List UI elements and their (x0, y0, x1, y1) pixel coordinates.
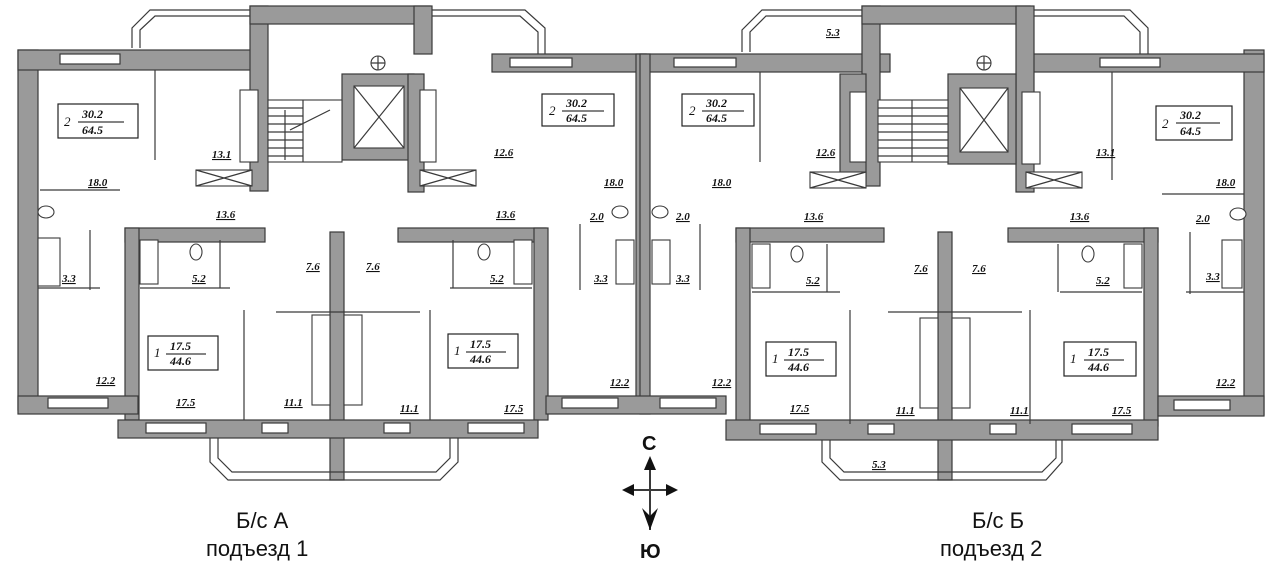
kitchen-fixtures (239, 89, 1041, 409)
living-area: 30.2 (81, 107, 103, 121)
compass-north-label: С (642, 433, 656, 455)
staircase-1 (267, 99, 343, 163)
total-area: 44.6 (1087, 360, 1109, 374)
room-area: 18.0 (1216, 177, 1236, 189)
room-area: 11.1 (284, 397, 303, 409)
room-area: 11.1 (400, 403, 419, 415)
walls (17, 5, 1265, 481)
section-captions: Б/с А подъезд 1 Б/с Б подъезд 2 (206, 508, 1042, 561)
total-area: 64.5 (566, 111, 587, 125)
ventilation-2 (976, 55, 992, 71)
living-area: 30.2 (565, 96, 587, 110)
room-area: 5.3 (826, 27, 840, 39)
room-area: 5.2 (806, 275, 820, 287)
room-area: 18.0 (88, 177, 108, 189)
rooms-count: 1 (772, 351, 779, 366)
right-entrance-label: подъезд 2 (940, 536, 1042, 561)
apartment-label-a6: 1 17.5 44.6 (447, 333, 519, 369)
room-area: 17.5 (504, 403, 524, 415)
room-area: 12.2 (712, 377, 732, 389)
left-section-label: Б/с А (236, 508, 289, 533)
room-area: 18.0 (712, 177, 732, 189)
living-area: 30.2 (1179, 108, 1201, 122)
room-area: 3.3 (61, 273, 76, 285)
room-area: 12.2 (96, 375, 116, 387)
room-area: 7.6 (366, 261, 380, 273)
bathroom-fixtures (37, 205, 1247, 289)
room-area: 17.5 (1112, 405, 1132, 417)
ventilation-1 (370, 55, 386, 71)
room-area: 18.0 (604, 177, 624, 189)
total-area: 64.5 (1180, 124, 1201, 138)
rooms-count: 1 (1070, 351, 1077, 366)
rooms-count: 2 (64, 114, 71, 129)
room-area: 12.6 (816, 147, 836, 159)
west-arrow-icon (622, 484, 634, 496)
rooms-count: 1 (454, 343, 461, 358)
partitions (38, 70, 1244, 424)
room-area: 12.6 (494, 147, 514, 159)
rooms-count: 2 (549, 103, 556, 118)
room-area: 13.6 (496, 209, 516, 221)
room-area: 11.1 (1010, 405, 1029, 417)
apartment-label-a8: 1 17.5 44.6 (1063, 341, 1137, 377)
compass: С Ю (622, 433, 678, 563)
room-area: 13.1 (212, 149, 231, 161)
room-area-labels: 13.1 12.6 12.6 13.1 5.3 5.3 18.0 18.0 18… (61, 27, 1236, 471)
room-area: 2.0 (589, 211, 604, 223)
room-area: 3.3 (675, 273, 690, 285)
south-arrow-icon (642, 508, 658, 530)
rooms-count: 2 (689, 103, 696, 118)
room-area: 7.6 (306, 261, 320, 273)
room-area: 17.5 (790, 403, 810, 415)
room-area: 5.2 (1096, 275, 1110, 287)
living-area: 30.2 (705, 96, 727, 110)
right-section-label: Б/с Б (972, 508, 1024, 533)
rooms-count: 1 (154, 345, 161, 360)
room-area: 12.2 (610, 377, 630, 389)
staircase-2 (877, 99, 949, 163)
living-area: 17.5 (170, 339, 191, 353)
room-area: 7.6 (914, 263, 928, 275)
left-entrance-label: подъезд 1 (206, 536, 308, 561)
balconies (195, 169, 1083, 189)
apartment-label-a4: 2 30.2 64.5 (1155, 105, 1233, 141)
room-area: 13.1 (1096, 147, 1115, 159)
apartment-label-a2: 2 30.2 64.5 (541, 93, 615, 127)
room-area: 7.6 (972, 263, 986, 275)
room-area: 5.2 (490, 273, 504, 285)
total-area: 64.5 (82, 123, 103, 137)
room-area: 13.6 (216, 209, 236, 221)
room-area: 12.2 (1216, 377, 1236, 389)
room-area: 3.3 (593, 273, 608, 285)
room-area: 2.0 (1195, 213, 1210, 225)
elevator-2 (959, 87, 1009, 153)
total-area: 44.6 (787, 360, 809, 374)
apartment-label-a3: 2 30.2 64.5 (681, 93, 755, 127)
room-area: 13.6 (804, 211, 824, 223)
compass-south-label: Ю (640, 541, 661, 563)
room-area: 5.3 (872, 459, 886, 471)
room-area: 5.2 (192, 273, 206, 285)
living-area: 17.5 (788, 345, 809, 359)
room-area: 13.6 (1070, 211, 1090, 223)
rooms-count: 2 (1162, 116, 1169, 131)
room-area: 3.3 (1205, 271, 1220, 283)
windows (47, 53, 1231, 435)
apartment-label-a7: 1 17.5 44.6 (765, 341, 837, 377)
living-area: 17.5 (1088, 345, 1109, 359)
apartment-label-a5: 1 17.5 44.6 (147, 335, 219, 371)
room-area: 11.1 (896, 405, 915, 417)
total-area: 44.6 (169, 354, 191, 368)
room-area: 17.5 (176, 397, 196, 409)
elevator-1 (353, 85, 405, 149)
apartment-label-a1: 2 30.2 64.5 (57, 103, 139, 139)
north-arrow-icon (644, 456, 656, 470)
living-area: 17.5 (470, 337, 491, 351)
total-area: 64.5 (706, 111, 727, 125)
east-arrow-icon (666, 484, 678, 496)
room-area: 2.0 (675, 211, 690, 223)
total-area: 44.6 (469, 352, 491, 366)
